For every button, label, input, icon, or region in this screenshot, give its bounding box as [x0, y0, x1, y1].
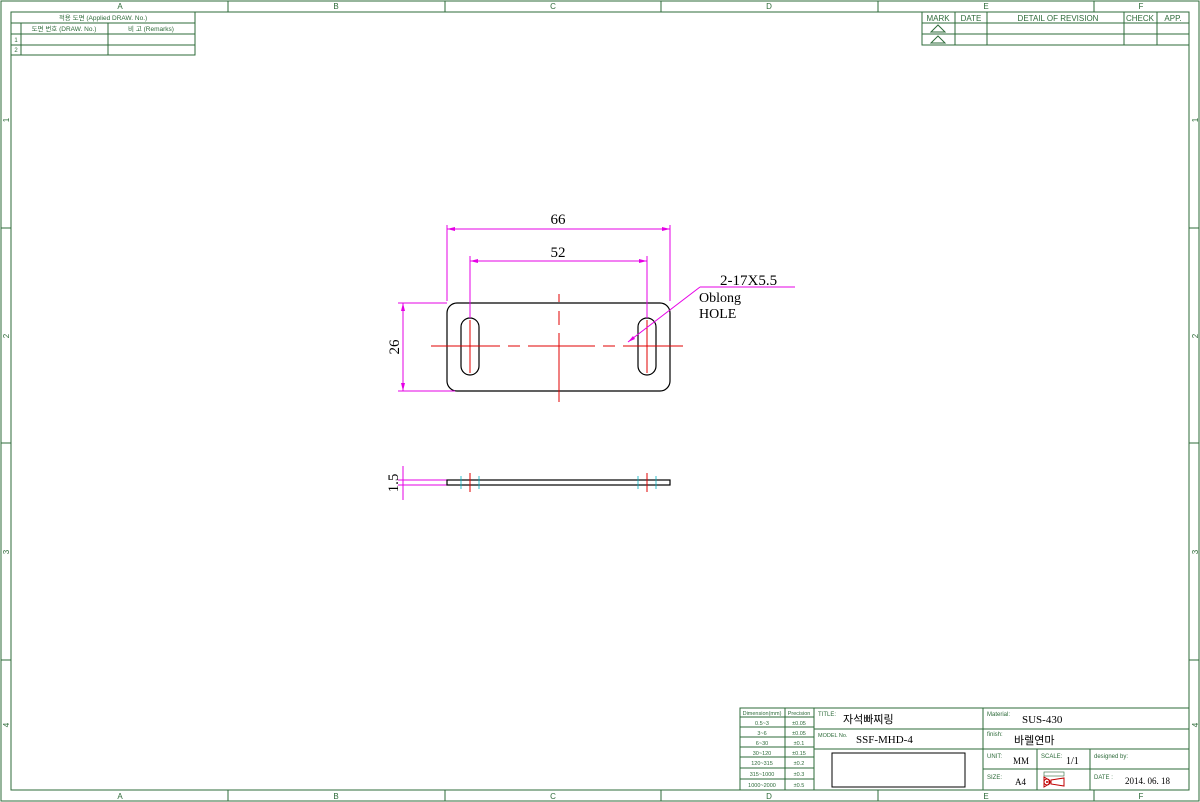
tolerance-value: ±0.3 [794, 772, 805, 778]
tolerance-range: 1000~2000 [748, 783, 776, 789]
col-label-bottom: C [550, 792, 556, 801]
applied-table-row-num: 2 [14, 48, 18, 54]
revision-header-check: CHECK [1126, 14, 1155, 23]
scale-label: SCALE: [1041, 754, 1063, 760]
tolerance-range: 315~1000 [750, 772, 775, 778]
tolerance-range: 30~120 [753, 751, 772, 757]
tolerance-range: 120~315 [751, 761, 773, 767]
finish-label: finish: [987, 732, 1003, 738]
model-label: MODEL No. [818, 733, 848, 739]
tolerance-range: 6~30 [756, 741, 768, 747]
col-label-top: B [333, 2, 338, 11]
revision-header-detail: DETAIL OF REVISION [1018, 14, 1099, 23]
hole-note-line2: Oblong [699, 291, 741, 306]
tolerance-value: ±0.05 [792, 731, 806, 737]
revision-header-date: DATE [961, 14, 982, 23]
scale-value: 1/1 [1066, 756, 1079, 767]
date-label: DATE : [1094, 775, 1113, 781]
dim-hole-pitch: 52 [551, 245, 566, 261]
date-value: 2014. 06. 18 [1125, 776, 1171, 786]
dimension-lines [398, 225, 795, 500]
row-label-left: 3 [2, 549, 11, 554]
revision-table: MARK DATE DETAIL OF REVISION CHECK APP. [921, 11, 1190, 46]
revision-header-mark: MARK [926, 14, 950, 23]
revision-triangle-icon [929, 24, 947, 33]
plate-side-view [446, 473, 671, 492]
model-number: SSF-MHD-4 [856, 734, 913, 746]
col-label-top: F [1139, 2, 1144, 11]
hole-note-line1: 2-17X5.5 [720, 273, 777, 289]
dimension-arrows [401, 227, 670, 391]
col-label-top: C [550, 2, 556, 11]
applied-table-row-num: 1 [14, 38, 18, 44]
col-label-top: E [983, 2, 988, 11]
row-label-right: 4 [1191, 722, 1200, 727]
tolerance-table: Dimension(mm) Precision 0.5~3 ±0.05 3~6 … [739, 707, 815, 791]
material-label: Material: [987, 712, 1010, 718]
col-label-bottom: F [1139, 792, 1144, 801]
applied-table-col1: 도면 번호 (DRAW. No.) [32, 24, 97, 33]
row-label-right: 1 [1191, 117, 1200, 122]
col-label-top: D [766, 2, 772, 11]
drawing-title: 자석빠찌링 [843, 713, 894, 726]
size-label: SIZE: [987, 775, 1002, 781]
dim-thickness: 1.5 [386, 474, 402, 493]
row-label-left: 1 [2, 117, 11, 122]
tolerance-header: Dimension(mm) [743, 711, 782, 717]
tolerance-value: ±0.5 [794, 783, 805, 789]
dim-overall-width: 66 [551, 212, 567, 228]
row-label-left: 2 [2, 333, 11, 338]
col-label-bottom: A [117, 792, 123, 801]
revision-triangle-icon [929, 35, 947, 44]
material-value: SUS-430 [1022, 714, 1063, 726]
designed-by-label: designed by: [1094, 754, 1128, 760]
row-label-right: 3 [1191, 549, 1200, 554]
row-label-left: 4 [2, 722, 11, 727]
applied-drawing-table: 적용 도면 (Applied DRAW. No.) 도면 번호 (DRAW. N… [10, 11, 196, 56]
tolerance-value: ±0.05 [792, 721, 806, 727]
col-label-bottom: D [766, 792, 772, 801]
applied-table-header: 적용 도면 (Applied DRAW. No.) [59, 13, 147, 22]
tolerance-range: 0.5~3 [755, 721, 769, 727]
tolerance-header: Precision [788, 711, 811, 717]
projection-symbol-icon [1043, 771, 1065, 788]
row-label-right: 2 [1191, 333, 1200, 338]
tolerance-range: 3~6 [757, 731, 766, 737]
inner-border [10, 11, 1190, 791]
tolerance-value: ±0.1 [794, 741, 805, 747]
unit-label: UNIT: [987, 754, 1002, 760]
finish-value: 바렐연마 [1014, 734, 1054, 747]
hole-note-line3: HOLE [699, 307, 736, 322]
col-label-bottom: B [333, 792, 338, 801]
size-value: A4 [1015, 777, 1026, 787]
tolerance-value: ±0.15 [792, 751, 806, 757]
centerlines [431, 294, 683, 402]
applied-table-col2: 비 고 (Remarks) [128, 24, 174, 33]
title-label: TITLE: [818, 712, 836, 718]
title-block: TITLE: 자석빠찌링 MODEL No. SSF-MHD-4 Materia… [813, 707, 1190, 791]
dim-height: 26 [387, 339, 403, 355]
tolerance-value: ±0.2 [794, 761, 805, 767]
unit-value: MM [1013, 756, 1029, 766]
col-label-bottom: E [983, 792, 988, 801]
col-label-top: A [117, 2, 123, 11]
revision-header-app: APP. [1164, 14, 1181, 23]
